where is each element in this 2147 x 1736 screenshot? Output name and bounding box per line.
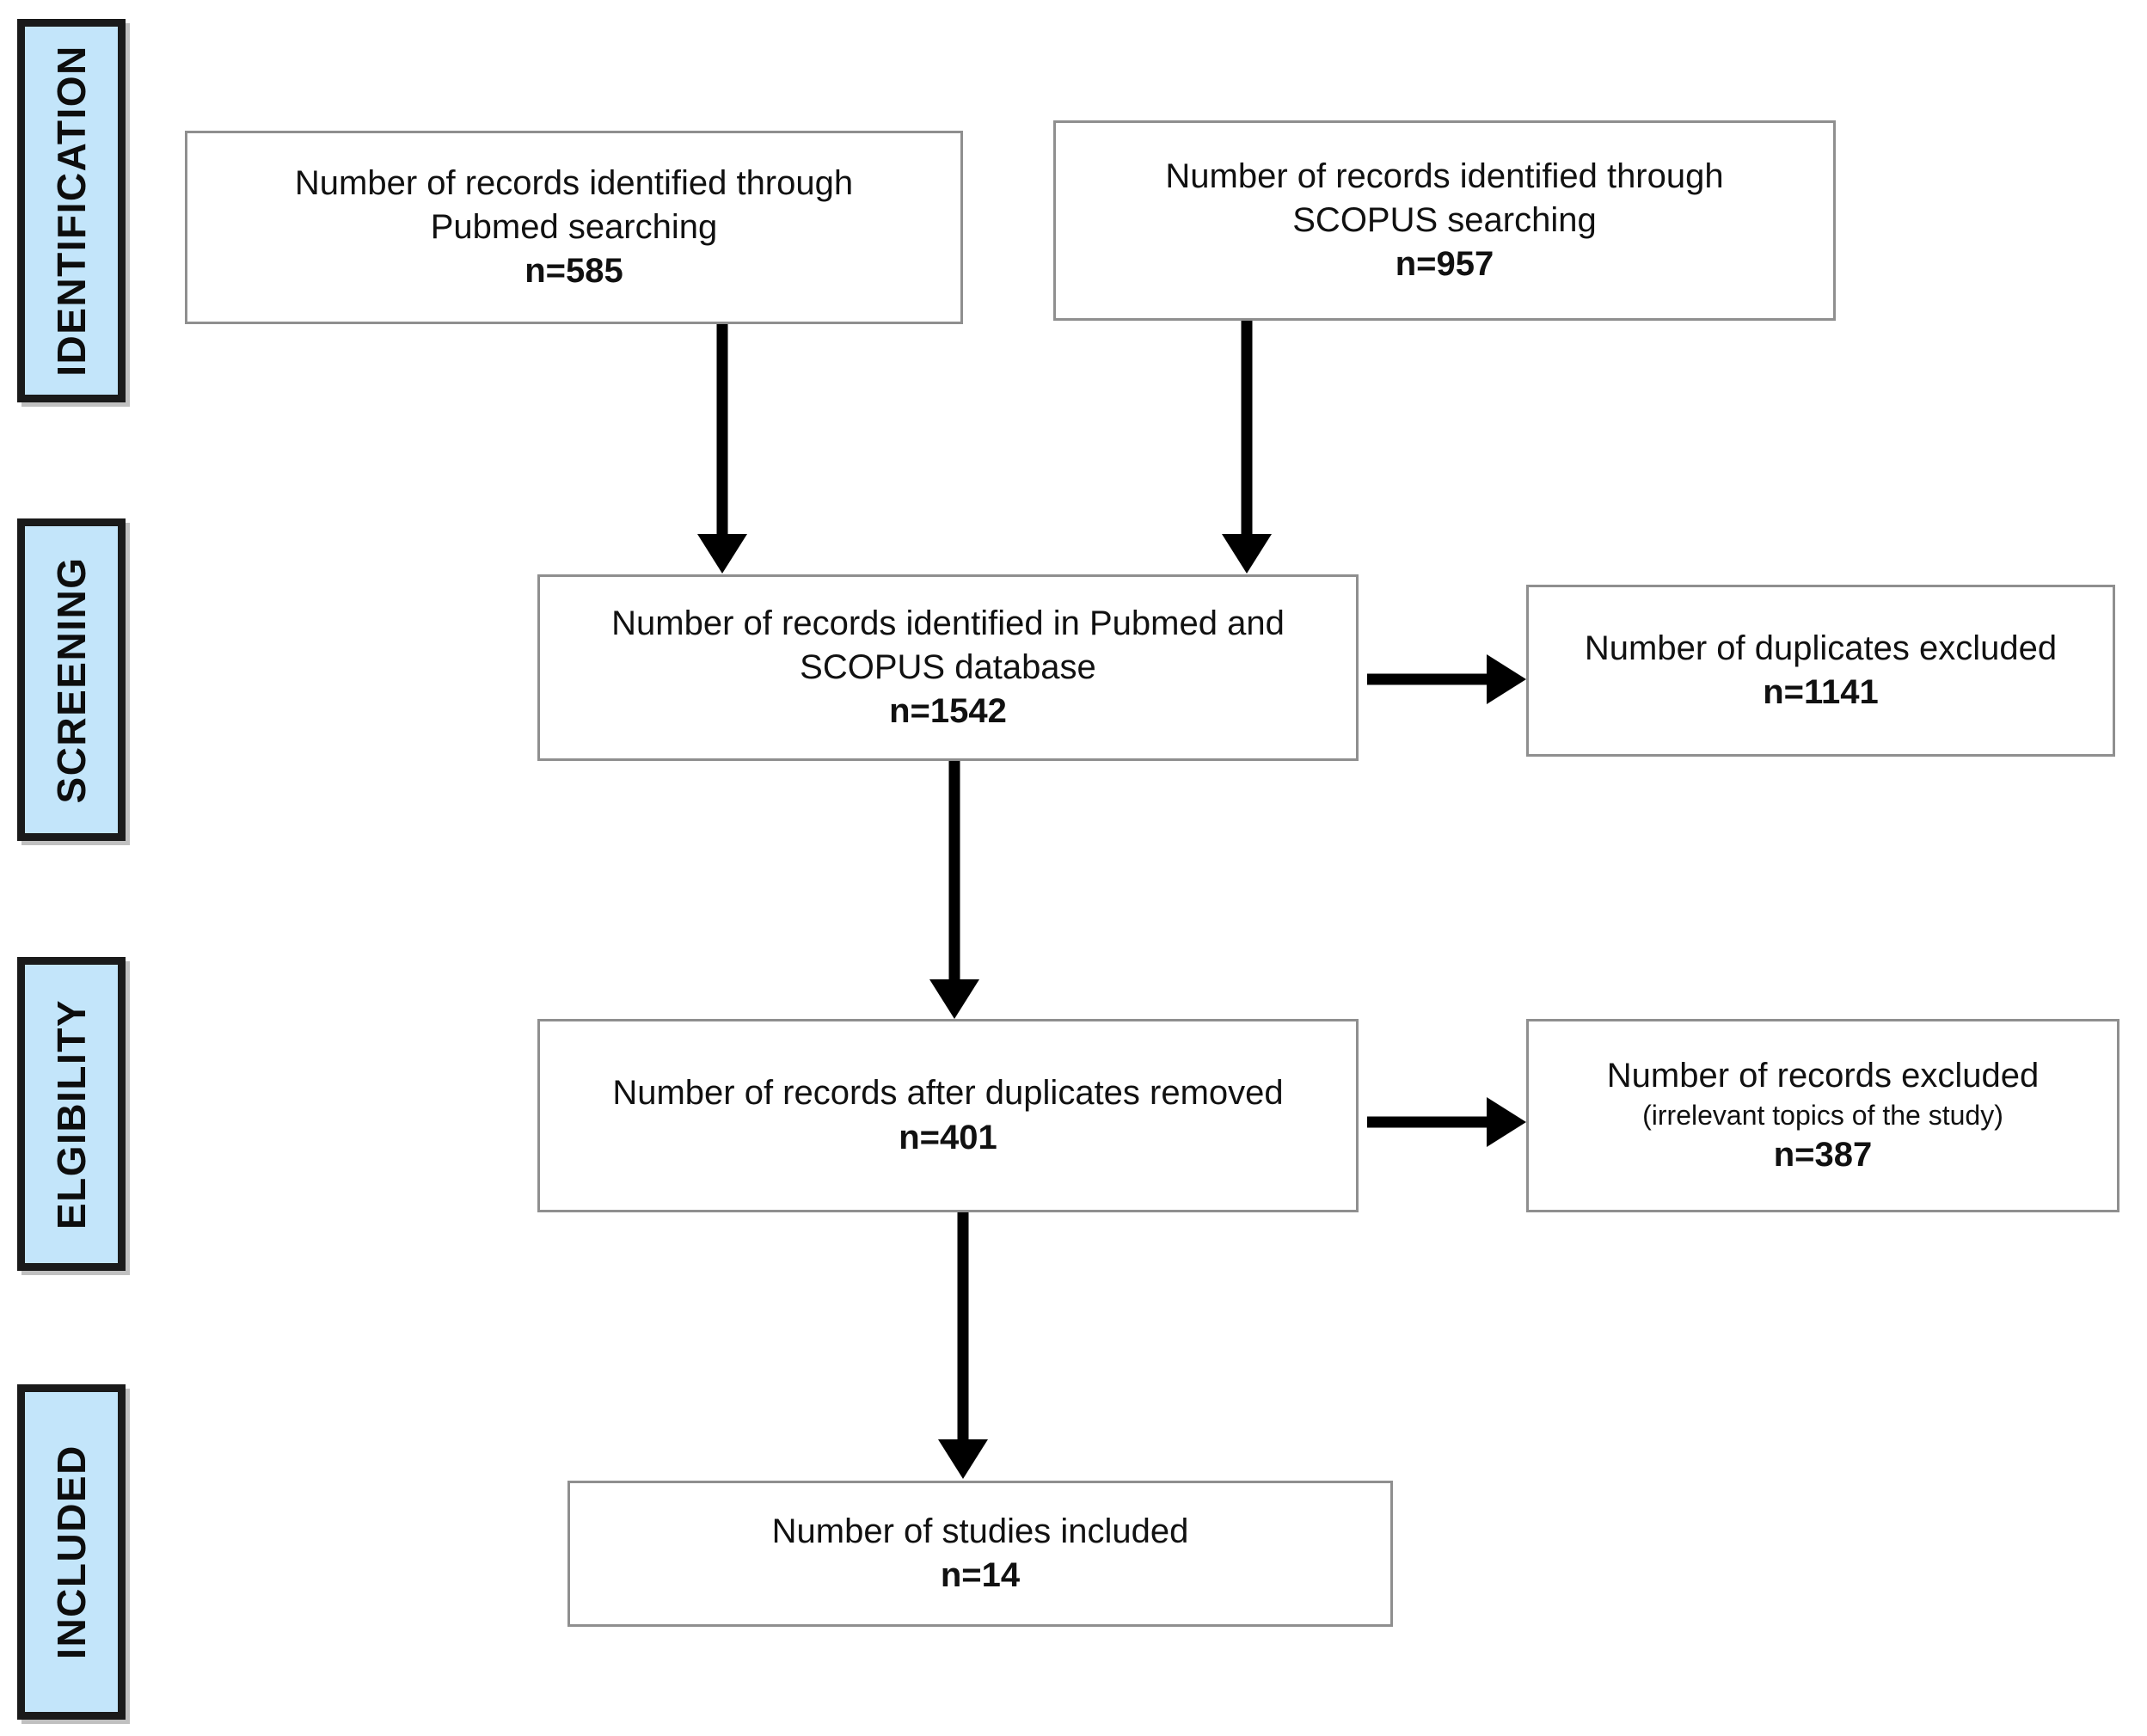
- box-pubmed-line1: Number of records identified through: [294, 163, 854, 202]
- box-records-excluded-line2: (irrelevant topics of the study): [1642, 1100, 2003, 1132]
- box-scopus-line2: SCOPUS searching: [1292, 200, 1597, 239]
- box-pubmed-line2: Pubmed searching: [430, 207, 718, 246]
- box-scopus-records: Number of records identified through SCO…: [1053, 120, 1836, 321]
- box-after-duplicates-line1: Number of records after duplicates remov…: [612, 1074, 1284, 1113]
- arrow-shaft: [948, 761, 960, 979]
- box-combined-line1: Number of records identified in Pubmed a…: [611, 604, 1285, 642]
- arrow-pubmed-to-combined: [696, 324, 748, 574]
- box-pubmed-records: Number of records identified through Pub…: [185, 131, 963, 324]
- arrow-head: [697, 534, 747, 574]
- arrow-shaft: [1367, 1116, 1496, 1128]
- arrow-shaft: [716, 324, 728, 534]
- stage-label-identification: IDENTIFICATION: [17, 19, 126, 402]
- box-studies-included-count: n=14: [940, 1556, 1021, 1594]
- arrow-head: [929, 979, 979, 1019]
- arrow-shaft: [1241, 321, 1253, 534]
- stage-label-elgibility-text: ELGIBILITY: [49, 998, 94, 1230]
- box-combined-records: Number of records identified in Pubmed a…: [537, 574, 1359, 761]
- arrow-head: [1487, 654, 1526, 704]
- arrow-after-duplicates-to-included: [937, 1212, 989, 1479]
- box-duplicates-line1: Number of duplicates excluded: [1584, 629, 2058, 667]
- box-scopus-line1: Number of records identified through: [1165, 156, 1724, 195]
- arrow-combined-to-after-duplicates: [929, 761, 980, 1019]
- arrow-shaft: [957, 1212, 969, 1439]
- arrow-after-duplicates-to-excluded: [1367, 1096, 1526, 1148]
- box-studies-included: Number of studies included n=14: [567, 1481, 1393, 1627]
- stage-label-included: INCLUDED: [17, 1384, 126, 1720]
- box-pubmed-count: n=585: [524, 252, 623, 291]
- box-combined-line2: SCOPUS database: [800, 647, 1096, 686]
- stage-label-included-text: INCLUDED: [49, 1445, 94, 1659]
- box-scopus-count: n=957: [1395, 245, 1494, 284]
- stage-label-screening: SCREENING: [17, 518, 126, 841]
- box-records-excluded-line1: Number of records excluded: [1606, 1056, 2040, 1095]
- box-duplicates-excluded: Number of duplicates excluded n=1141: [1526, 585, 2115, 757]
- arrow-scopus-to-combined: [1221, 321, 1273, 574]
- box-duplicates-count: n=1141: [1763, 673, 1879, 711]
- box-records-excluded-count: n=387: [1773, 1135, 1873, 1174]
- box-after-duplicates: Number of records after duplicates remov…: [537, 1019, 1359, 1212]
- box-records-excluded: Number of records excluded (irrelevant t…: [1526, 1019, 2119, 1212]
- box-after-duplicates-count: n=401: [899, 1118, 997, 1156]
- stage-label-identification-text: IDENTIFICATION: [49, 45, 94, 377]
- stage-label-screening-text: SCREENING: [49, 556, 94, 803]
- arrow-shaft: [1367, 673, 1496, 685]
- arrow-head: [938, 1439, 988, 1479]
- box-studies-included-line1: Number of studies included: [771, 1512, 1189, 1550]
- arrow-combined-to-duplicates: [1367, 653, 1526, 705]
- stage-label-elgibility: ELGIBILITY: [17, 957, 126, 1271]
- arrow-head: [1487, 1097, 1526, 1147]
- box-combined-count: n=1542: [889, 692, 1007, 731]
- arrow-head: [1222, 534, 1272, 574]
